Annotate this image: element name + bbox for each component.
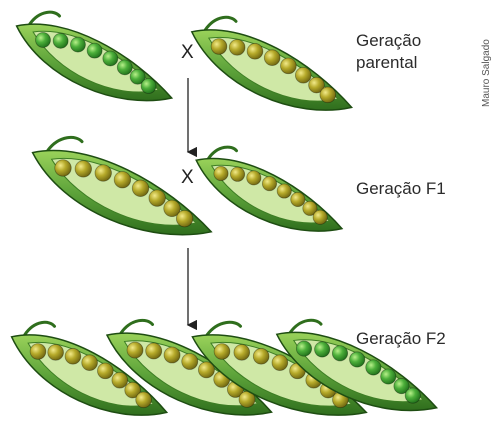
label-f2-generation: Geração F2 — [356, 328, 446, 350]
label-f1-generation: Geração F1 — [356, 178, 446, 200]
label-parental-line2: parental — [356, 52, 421, 74]
cross-symbol-f1: X — [181, 167, 194, 189]
cross-symbol-parental: X — [181, 42, 194, 64]
label-parental-generation: Geração parental — [356, 30, 421, 74]
label-parental-line1: Geração — [356, 30, 421, 52]
image-credit: Mauro Salgado — [481, 39, 492, 107]
